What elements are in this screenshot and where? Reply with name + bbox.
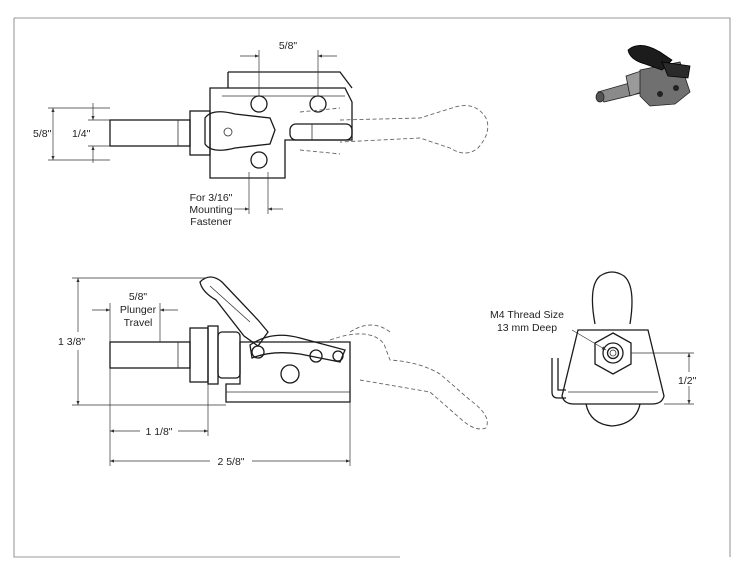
side-dim-total-height: 1 3/8" xyxy=(58,336,85,348)
top-body xyxy=(209,87,353,179)
top-view: 5/8" 5/8" 1/4" For 3/16" Mounting Fasten… xyxy=(33,40,489,228)
top-hole-1 xyxy=(250,95,268,113)
side-body xyxy=(225,341,351,403)
end-hook xyxy=(551,358,566,399)
end-hex-nut xyxy=(594,332,632,375)
end-body xyxy=(561,329,665,405)
top-note-line1: For 3/16" xyxy=(190,192,233,204)
side-dim-plunger-len: 1 1/8" xyxy=(145,426,172,438)
end-view: M4 Thread Size 13 mm Deep 1/2" xyxy=(490,271,697,427)
top-dim-plunger: 1/4" xyxy=(72,128,91,140)
side-travel-line2: Plunger xyxy=(120,304,157,316)
side-dim-overall-len: 2 5/8" xyxy=(217,456,244,468)
side-pivot-hole xyxy=(280,364,300,384)
end-thread-line2: 13 mm Deep xyxy=(497,322,557,334)
end-handle xyxy=(591,271,633,325)
end-thread-line1: M4 Thread Size xyxy=(490,309,564,321)
side-handle-hidden xyxy=(329,333,488,430)
side-travel-line3: Travel xyxy=(124,317,153,329)
top-dim-slot: 5/8" xyxy=(279,40,298,52)
side-washer xyxy=(207,325,219,385)
isometric-view xyxy=(595,45,691,107)
top-note-line2: Mounting xyxy=(189,204,232,216)
top-nut xyxy=(189,110,211,156)
side-nut xyxy=(189,327,209,383)
top-link xyxy=(289,123,353,141)
side-handle xyxy=(199,276,269,347)
sheet-border-left xyxy=(13,18,400,558)
end-dim-base: 1/2" xyxy=(678,375,697,387)
sheet-border xyxy=(14,17,731,557)
side-view: 1 3/8" 5/8" Plunger Travel 1 1/8" 2 5/8" xyxy=(58,276,488,468)
top-handle-hidden xyxy=(339,105,489,154)
top-note-line3: Fastener xyxy=(190,216,232,228)
top-dim-height: 5/8" xyxy=(33,128,52,140)
top-hole-2 xyxy=(309,95,327,113)
top-hole-3 xyxy=(250,151,268,169)
side-travel-line1: 5/8" xyxy=(129,291,148,303)
